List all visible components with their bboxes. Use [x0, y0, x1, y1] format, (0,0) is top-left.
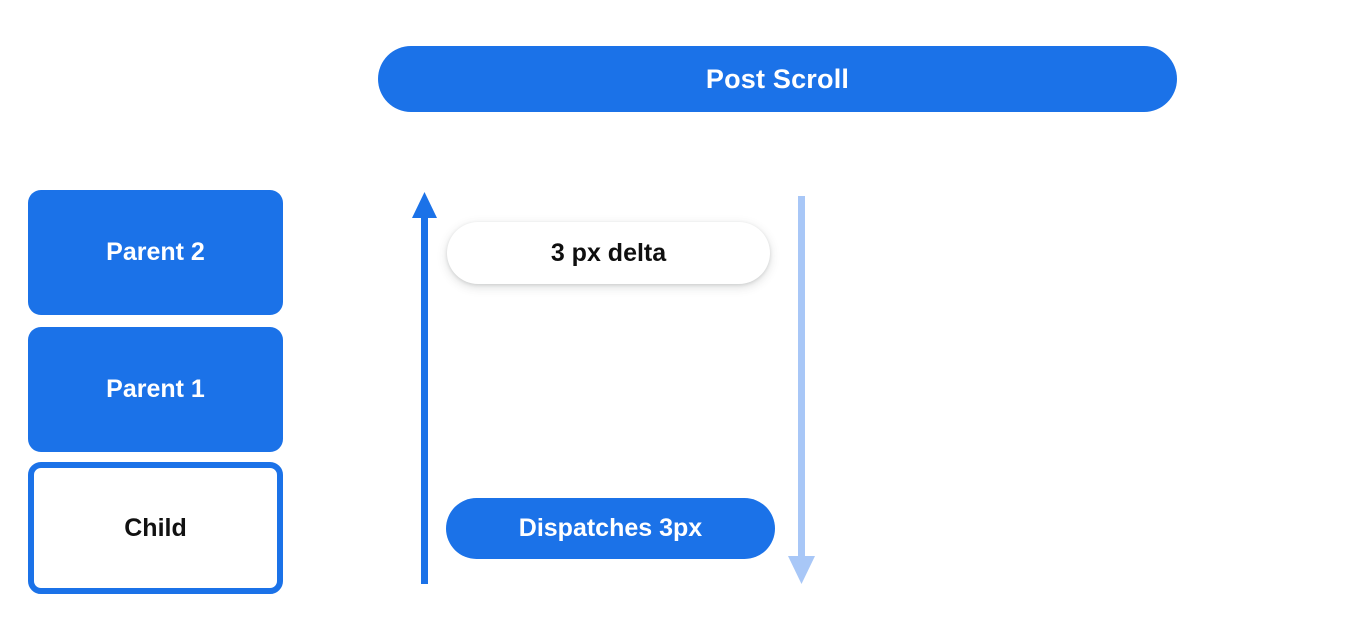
arrow-up-icon	[412, 192, 437, 584]
dispatches-pill: Dispatches 3px	[446, 498, 775, 559]
delta-pill-label: 3 px delta	[550, 238, 667, 267]
stack-box-child: Child	[28, 462, 283, 594]
stack-box-parent-1: Parent 1	[28, 327, 283, 452]
stack-box-parent-2-label: Parent 2	[106, 238, 205, 266]
banner-title: Post Scroll	[705, 63, 850, 94]
stack-box-child-label: Child	[124, 513, 187, 542]
post-scroll-banner: Post Scroll	[378, 46, 1177, 112]
arrow-down-icon	[788, 196, 815, 584]
delta-pill: 3 px delta	[447, 222, 770, 284]
stack-box-parent-1-label: Parent 1	[106, 375, 205, 403]
stack-box-parent-2: Parent 2	[28, 190, 283, 315]
dispatches-pill-label: Dispatches 3px	[518, 514, 703, 542]
